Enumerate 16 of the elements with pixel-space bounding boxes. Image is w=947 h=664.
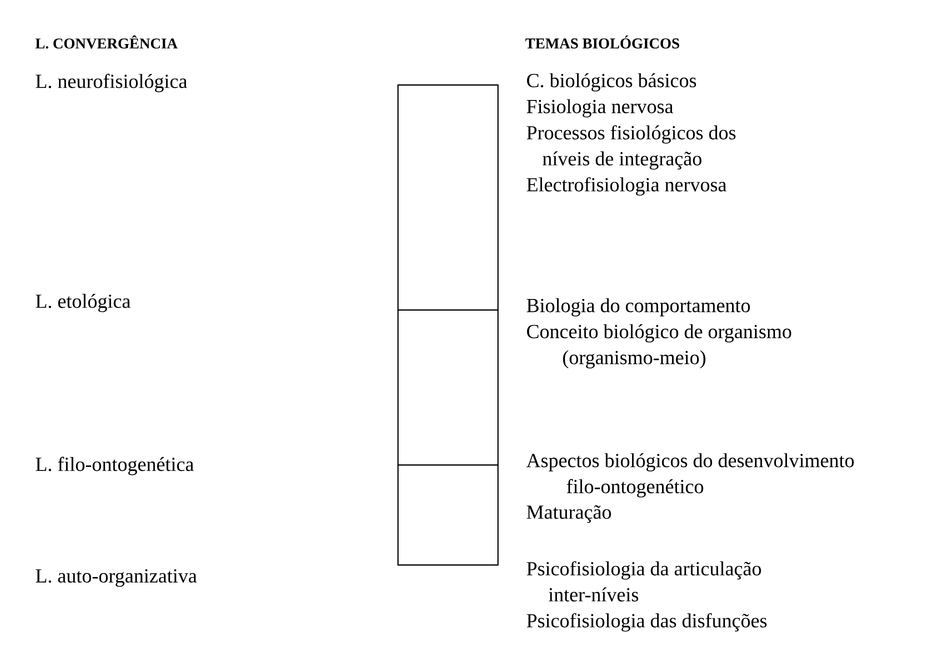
level-label: L. filo-ontogenética [36, 456, 194, 476]
column-heading: L. CONVERGÊNCIA [35, 35, 178, 49]
column-heading: TEMAS BIOLÓGICOS [525, 36, 680, 48]
theme-text: Aspectos biológicos do desenvolvimento filo-ontogenético [526, 453, 854, 498]
theme-text: Maturação [526, 505, 611, 523]
theme-text: Processos fisiológicos dos níveis de integração [526, 125, 736, 170]
theme-text: Biologia do comportamento [526, 298, 750, 316]
level-label: L. auto-organizativa [36, 569, 197, 587]
level-label: L. etológica [36, 294, 130, 312]
theme-text: Conceito biológico de organismo (organismo-meio) [527, 324, 792, 368]
theme-text: Psicofisiologia das disfunções [526, 613, 767, 632]
theme-text: Electrofisiologia nervosa [526, 177, 726, 196]
theme-text: Psicofisiologia da articulação inter-níveis [526, 561, 761, 602]
theme-text: C. biológicos básicos [527, 73, 696, 92]
theme-text: Fisiologia nervosa [526, 99, 674, 118]
level-label: L. neurofisiológica [36, 74, 188, 92]
